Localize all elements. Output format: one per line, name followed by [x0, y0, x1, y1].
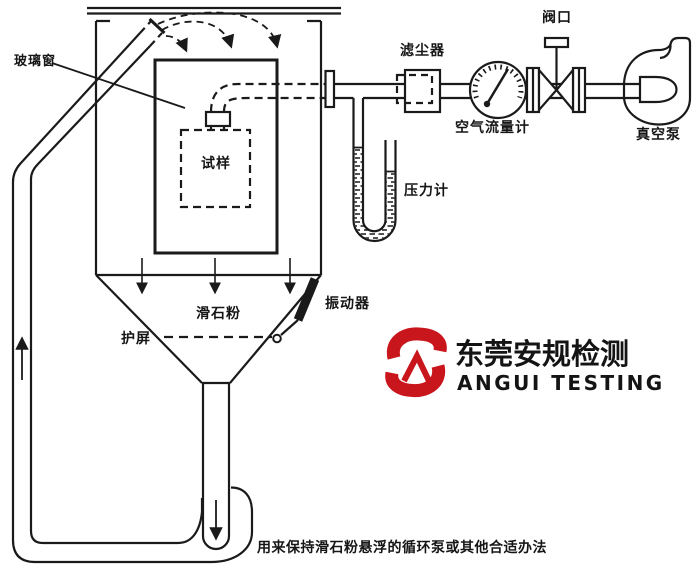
valve-handle: [543, 36, 570, 49]
label-valve-port: 阀口: [542, 10, 572, 26]
air-flow-meter-gauge: [468, 60, 528, 120]
specimen-box: [179, 110, 252, 209]
loop-inner-line: [29, 45, 204, 545]
chamber-walls: [94, 21, 323, 277]
pump-volute-seam: [659, 43, 672, 60]
label-pressure-gauge: 压力计: [404, 183, 449, 199]
angui-logo-mark: [385, 327, 447, 398]
label-vibrator: 振动器: [325, 296, 370, 312]
caption-circulation-pump: 用来保持滑石粉悬浮的循环泵或其他合适办法: [257, 540, 547, 556]
wall-flange: [324, 69, 336, 109]
loop-outer-line: [11, 32, 254, 564]
label-shield: 护屏: [121, 331, 151, 347]
watermark-company-name-en: ANGUI TESTING: [457, 371, 665, 395]
funnel-drop-tube: [201, 383, 231, 551]
pump-inlet-dome: [638, 75, 678, 104]
u-tube-manometer: [352, 98, 397, 243]
glass-window-leader-line: [51, 62, 186, 109]
vacuum-pump-body: [622, 36, 692, 126]
label-air-flow-meter: 空气流量计: [455, 120, 530, 136]
pump-volute: [622, 36, 692, 126]
glass-window-box: [153, 58, 279, 255]
valve: [525, 36, 587, 114]
manometer-liquid: [354, 148, 395, 240]
circulation-loop-pipe: [11, 32, 254, 564]
label-dust-filter: 滤尘器: [400, 43, 445, 59]
label-glass-window: 玻璃窗: [14, 54, 57, 69]
specimen-suction-pipe: [209, 82, 326, 113]
chamber-lid: [87, 6, 341, 15]
vibrator-device: [272, 277, 320, 344]
watermark-company-name-cn: 东莞安规检测: [455, 337, 630, 371]
gauge-needle: [485, 68, 510, 105]
liquid-levels: [354, 146, 395, 173]
gauge-tick-marks: [472, 64, 524, 99]
dust-fall-arrows: [136, 258, 296, 295]
nozzle-tip: [139, 17, 166, 47]
funnel: [95, 274, 322, 551]
dust-filter-box: [395, 68, 442, 114]
air-streamlines: [157, 11, 282, 53]
specimen-cap-fitting: [204, 110, 232, 128]
label-specimen: 试样: [201, 156, 231, 172]
label-vacuum-pump: 真空泵: [636, 127, 681, 143]
label-talc-powder: 滑石粉: [196, 306, 241, 322]
dust-chamber: [87, 6, 341, 277]
